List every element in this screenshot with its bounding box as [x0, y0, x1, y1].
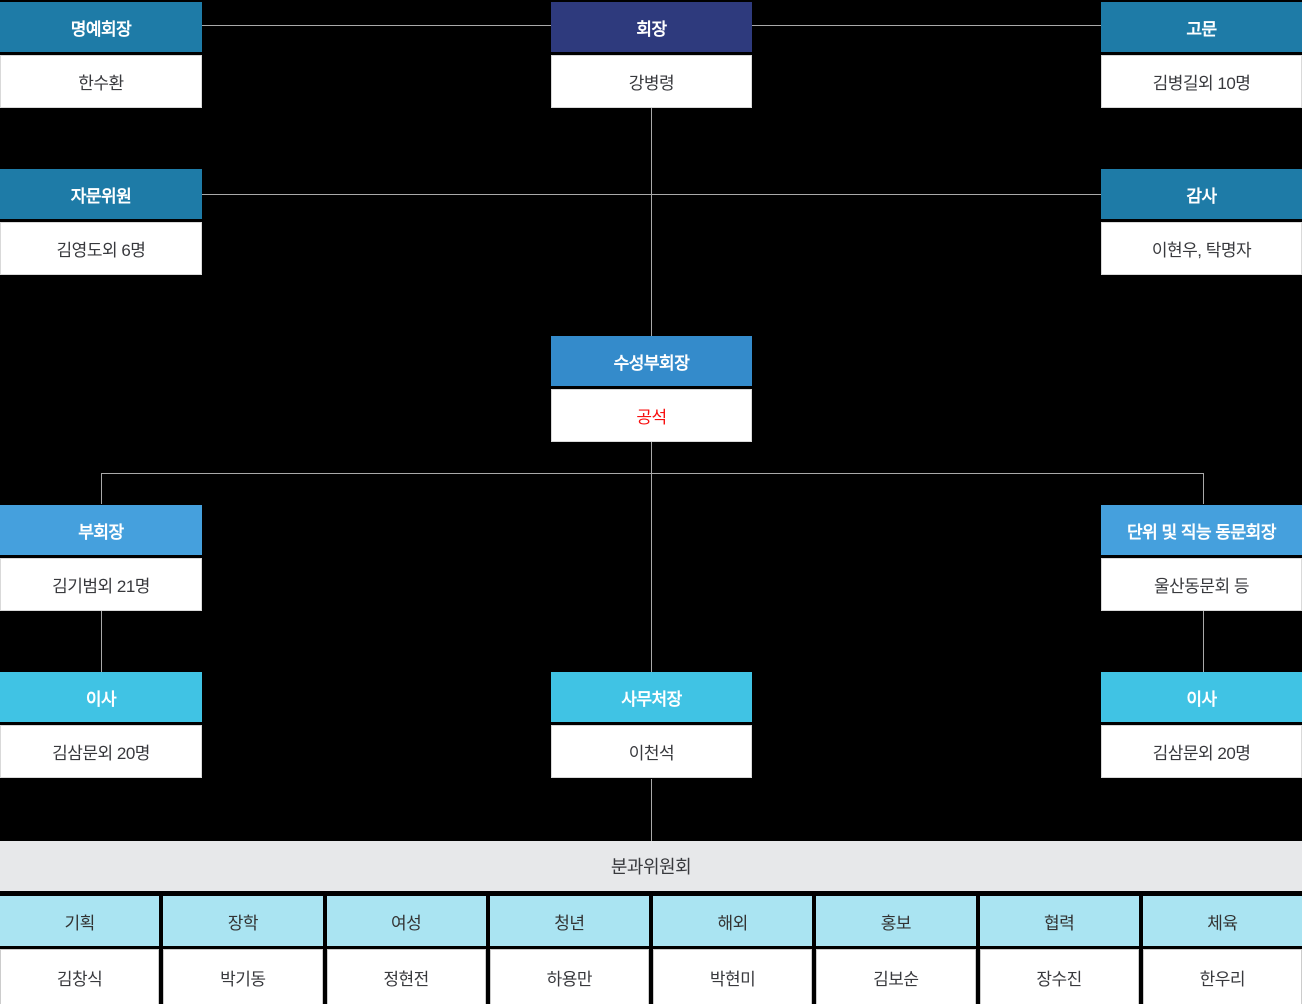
committee-name: 하용만: [489, 949, 649, 1004]
connector-line: [101, 611, 102, 672]
connector-line: [202, 25, 551, 26]
committee-row: 기획 김창식 장학 박기동 여성 정현전 청년 하용만 해외 박현미 홍보 김보…: [0, 896, 1302, 1004]
secretary-general-title: 사무처장: [551, 672, 752, 722]
advisor-name: 김병길외 10명: [1101, 55, 1302, 108]
committee-pr: 홍보 김보순: [816, 896, 976, 1004]
committee-title: 체육: [1142, 896, 1302, 946]
node-director-left: 이사 김삼문외 20명: [0, 672, 202, 778]
director-left-name: 김삼문외 20명: [0, 725, 202, 778]
committee-name: 박기동: [163, 949, 323, 1004]
connector-line: [101, 473, 1203, 474]
committee-name: 장수진: [979, 949, 1139, 1004]
connector-line: [752, 25, 1101, 26]
committee-name: 박현미: [653, 949, 813, 1004]
node-chair: 회장 강병령: [551, 2, 752, 108]
unit-alumni-chair-name: 울산동문회 등: [1101, 558, 1302, 611]
connector-line: [101, 473, 102, 504]
committee-cooperation: 협력 장수진: [979, 896, 1139, 1004]
committee-title: 기획: [0, 896, 160, 946]
committee-name: 김창식: [0, 949, 160, 1004]
committee-name: 정현전: [326, 949, 486, 1004]
node-unit-alumni-chair: 단위 및 직능 동문회장 울산동문회 등: [1101, 505, 1302, 611]
committee-title: 홍보: [816, 896, 976, 946]
advisor-title: 고문: [1101, 2, 1302, 52]
committee-sports: 체육 한우리: [1142, 896, 1302, 1004]
connector-line: [1203, 611, 1204, 672]
node-director-right: 이사 김삼문외 20명: [1101, 672, 1302, 778]
committee-planning: 기획 김창식: [0, 896, 160, 1004]
auditor-name: 이현우, 탁명자: [1101, 222, 1302, 275]
committee-overseas: 해외 박현미: [653, 896, 813, 1004]
committee-name: 한우리: [1142, 949, 1302, 1004]
vice-chair-title: 부회장: [0, 505, 202, 555]
auditor-title: 감사: [1101, 169, 1302, 219]
suseong-vice-chair-name: 공석: [551, 389, 752, 442]
suseong-vice-chair-title: 수성부회장: [551, 336, 752, 386]
director-right-name: 김삼문외 20명: [1101, 725, 1302, 778]
node-auditor: 감사 이현우, 탁명자: [1101, 169, 1302, 275]
node-honorary-chair: 명예회장 한수환: [0, 2, 202, 108]
committee-title: 협력: [979, 896, 1139, 946]
chair-name: 강병령: [551, 55, 752, 108]
connector-line: [651, 108, 652, 336]
committee-name: 김보순: [816, 949, 976, 1004]
committee-title: 여성: [326, 896, 486, 946]
honorary-chair-name: 한수환: [0, 55, 202, 108]
connector-line: [1203, 473, 1204, 504]
unit-alumni-chair-title: 단위 및 직능 동문회장: [1101, 505, 1302, 555]
connector-line: [651, 442, 652, 672]
advisory-committee-name: 김영도외 6명: [0, 222, 202, 275]
node-advisor: 고문 김병길외 10명: [1101, 2, 1302, 108]
chair-title: 회장: [551, 2, 752, 52]
director-left-title: 이사: [0, 672, 202, 722]
committee-youth: 청년 하용만: [489, 896, 649, 1004]
director-right-title: 이사: [1101, 672, 1302, 722]
committee-women: 여성 정현전: [326, 896, 486, 1004]
honorary-chair-title: 명예회장: [0, 2, 202, 52]
node-vice-chair: 부회장 김기범외 21명: [0, 505, 202, 611]
node-suseong-vice-chair: 수성부회장 공석: [551, 336, 752, 442]
secretary-general-name: 이천석: [551, 725, 752, 778]
advisory-committee-title: 자문위원: [0, 169, 202, 219]
subcommittee-bar: 분과위원회: [0, 841, 1302, 891]
node-advisory-committee: 자문위원 김영도외 6명: [0, 169, 202, 275]
node-secretary-general: 사무처장 이천석: [551, 672, 752, 778]
committee-title: 청년: [489, 896, 649, 946]
connector-line: [651, 779, 652, 841]
committee-scholarship: 장학 박기동: [163, 896, 323, 1004]
committee-title: 해외: [653, 896, 813, 946]
committee-title: 장학: [163, 896, 323, 946]
vice-chair-name: 김기범외 21명: [0, 558, 202, 611]
